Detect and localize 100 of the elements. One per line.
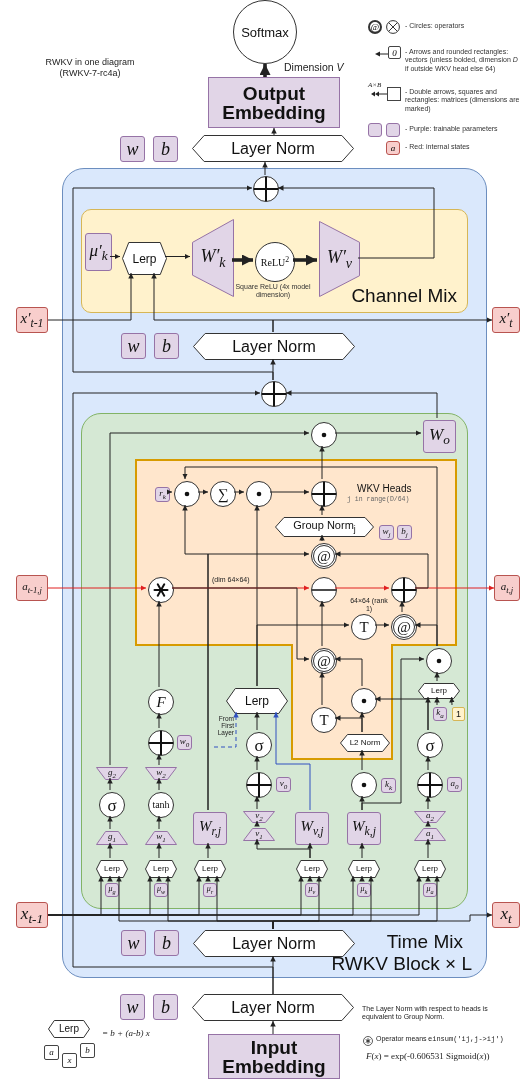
parameter-box: μ$_{g}$ [105, 883, 119, 897]
arrow [319, 671, 325, 706]
arrow [449, 696, 455, 706]
parameter-box: w$_{j}$ [379, 525, 394, 540]
wkv-heads-panel [135, 459, 457, 760]
parameter-trapezoid: v$_{1}$ [243, 828, 275, 841]
arrow [109, 253, 121, 260]
parameter-trapezoid: w$_{1}$ [145, 831, 177, 845]
vector-sample: 0 [388, 46, 401, 59]
block-panel [62, 168, 487, 978]
arrow [156, 815, 162, 830]
multiply-operator [311, 422, 337, 448]
lerp-hexagon: Lerp [226, 688, 288, 714]
arrow [254, 795, 260, 810]
operator-circle: σ [246, 732, 272, 758]
arrow [361, 656, 425, 811]
arrow [399, 600, 405, 613]
constant-box: 1 [452, 707, 465, 721]
arrow [359, 842, 365, 859]
arrow [233, 489, 245, 495]
parameter-box: w [121, 930, 146, 956]
arrow [182, 504, 209, 811]
arrow [374, 622, 390, 628]
parameter-box: w$_{0}$ [177, 735, 192, 750]
parameter-trapezoid: v$_{2}$ [243, 811, 275, 823]
operator-sample: @ [368, 20, 382, 34]
arrow [285, 390, 438, 419]
arrow [156, 600, 162, 688]
parameter-box: μ$_{w}$ [154, 883, 168, 897]
arrow [277, 185, 435, 259]
parameter-box: b [153, 994, 178, 1020]
embedding-box: Output Embedding [208, 77, 340, 128]
add-operator [253, 176, 279, 202]
state-box: x$_{t}$ [492, 902, 520, 928]
parameter-box: μ′$_{k}$ [85, 233, 112, 271]
arrow [425, 820, 431, 827]
arrow [254, 711, 260, 731]
add-operator [261, 381, 287, 407]
parameter-box: b [154, 333, 179, 359]
arrow [164, 253, 191, 260]
parameter-box: k$_{a}$ [433, 707, 447, 721]
arrow [434, 671, 440, 682]
vector-box: b [80, 1043, 95, 1058]
arrow [334, 656, 363, 687]
arrow [425, 875, 431, 882]
edge-label: Dimension V [284, 62, 345, 74]
arrow [156, 753, 162, 766]
norm-hexagon: Layer Norm [193, 333, 355, 360]
arrow [254, 755, 260, 771]
arrow [232, 254, 253, 266]
operator-circle: F [148, 689, 174, 715]
arrow [47, 272, 134, 321]
parameter-box: μ$_{k}$ [357, 883, 371, 897]
channel-mix-panel [81, 209, 468, 313]
add-operator [246, 772, 272, 798]
vector-box: a [44, 1045, 59, 1060]
multiply-operator [351, 772, 377, 798]
arrow [273, 711, 311, 811]
operator-circle: σ [417, 732, 443, 758]
parameter-box: w [120, 994, 145, 1020]
state-box: a$_{t,j}$ [494, 575, 520, 601]
parameter-box: w [120, 136, 145, 162]
parameter-trapezoid: a$_{1}$ [414, 828, 446, 841]
arrow [156, 712, 162, 729]
lerp-hexagon: Lerp [96, 860, 128, 878]
arrow [319, 445, 325, 480]
arrow [107, 842, 113, 859]
arrow [434, 696, 440, 706]
lerp-hexagon: Lerp [122, 242, 167, 275]
parameter-trapezoid: g$_{1}$ [96, 831, 128, 845]
parameter-box: b [154, 930, 179, 956]
arrow [425, 696, 431, 731]
norm-hexagon: Layer Norm [193, 930, 355, 957]
lerp-hexagon: Lerp [348, 860, 380, 878]
lerp-hexagon: Lerp [296, 860, 328, 878]
arrow [293, 254, 317, 266]
parameter-trapezoid: g$_{2}$ [96, 767, 128, 780]
panel-title: WKV Heads [357, 483, 412, 494]
parameter-box: W$_{o}$ [423, 420, 456, 453]
parameter-box: μ$_{a}$ [423, 883, 437, 897]
arrow [47, 585, 147, 591]
vector-box: x [62, 1053, 77, 1068]
arrow [107, 777, 113, 791]
arrow [213, 711, 239, 748]
lerp-hexagon: Lerp [418, 683, 460, 699]
arrow [271, 127, 277, 136]
formula-text: = b + (a-b) x [102, 1028, 151, 1039]
arrow [307, 875, 313, 882]
parameter-box: v$_{0}$ [276, 777, 291, 792]
add-operator [417, 772, 443, 798]
parameter-box: w [121, 333, 146, 359]
diagram-title: RWKV in one diagram (RWKV-7-rc4a) [44, 57, 136, 80]
state-box: x$_{t-1}$ [16, 902, 48, 928]
arrow [254, 838, 311, 859]
arrow [259, 64, 271, 77]
parameter-box: b [153, 136, 178, 162]
panel-title: Time Mix [386, 932, 463, 953]
parameter-box: μ$_{v}$ [305, 883, 319, 897]
state-box: x′$_{t}$ [492, 307, 520, 333]
legend-swatch: a [386, 141, 400, 155]
